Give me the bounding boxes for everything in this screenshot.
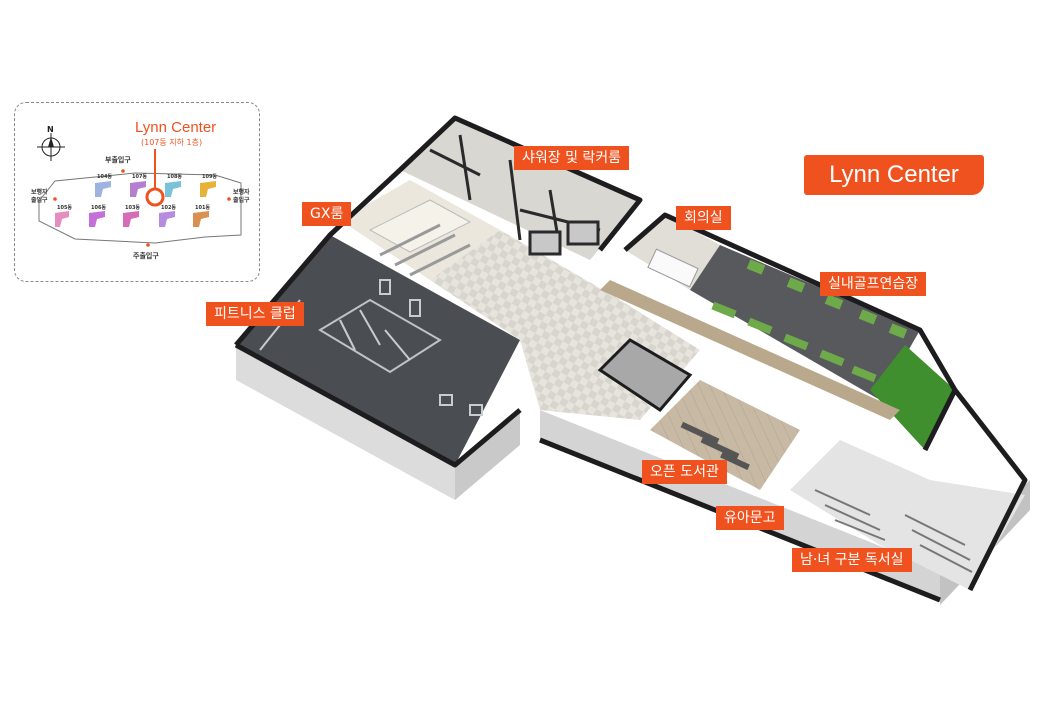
label-meeting: 회의실 xyxy=(676,206,731,230)
building-icons xyxy=(55,181,216,227)
entrance-bottom: 주출입구 xyxy=(133,252,159,260)
site-map-drawing xyxy=(37,133,242,247)
building-label: 105동 xyxy=(57,205,73,211)
library-floor xyxy=(650,380,800,490)
building-label: 104동 xyxy=(97,174,113,180)
inset-subtitle: (107동 지하 1층) xyxy=(141,138,203,147)
golf-floor xyxy=(690,245,920,400)
study-carrels xyxy=(814,489,973,573)
building-label: 108동 xyxy=(167,174,183,180)
label-gx-room: GX룸 xyxy=(302,202,352,226)
label-study: 남·녀 구분 독서실 xyxy=(792,548,912,572)
wood-partition xyxy=(600,280,900,420)
locker-partitions xyxy=(429,134,601,256)
building-label: 109동 xyxy=(202,174,218,180)
golf-bays xyxy=(711,259,908,383)
building-label: 101동 xyxy=(195,205,211,211)
building-label: 107동 xyxy=(132,174,148,180)
location-marker-icon xyxy=(145,187,165,207)
compass-icon xyxy=(37,133,65,161)
meeting-table xyxy=(647,248,699,288)
entrance-right: 보행자 출입구 xyxy=(233,189,250,204)
site-outline xyxy=(38,172,242,244)
study-floor-1 xyxy=(790,440,930,545)
inset-title: Lynn Center xyxy=(135,119,217,136)
label-golf: 실내골프연습장 xyxy=(820,272,927,296)
entrance-top: 부출입구 xyxy=(105,156,131,164)
compass-label: N xyxy=(47,125,54,134)
entrance-left: 보행자 출입구 xyxy=(31,189,48,204)
label-shower-locker: 샤워장 및 락커룸 xyxy=(514,146,630,170)
brand-badge: Lynn Center xyxy=(804,155,984,195)
fitness-floor xyxy=(236,235,520,465)
label-library: 오픈 도서관 xyxy=(642,460,727,484)
building-label: 102동 xyxy=(161,205,177,211)
study-floor-2 xyxy=(880,480,1025,590)
gx-features xyxy=(368,199,472,277)
site-map-inset: N Lynn Center (107동 지하 1층) 부출입구 주출입구 보행자… xyxy=(14,102,260,282)
elevator-core xyxy=(597,338,693,412)
label-fitness: 피트니스 클럽 xyxy=(206,302,304,326)
building-label: 106동 xyxy=(91,205,107,211)
label-kids: 유아문고 xyxy=(716,506,784,530)
building-label: 103동 xyxy=(125,205,141,211)
library-desks xyxy=(680,421,750,471)
golf-turf xyxy=(870,345,955,450)
